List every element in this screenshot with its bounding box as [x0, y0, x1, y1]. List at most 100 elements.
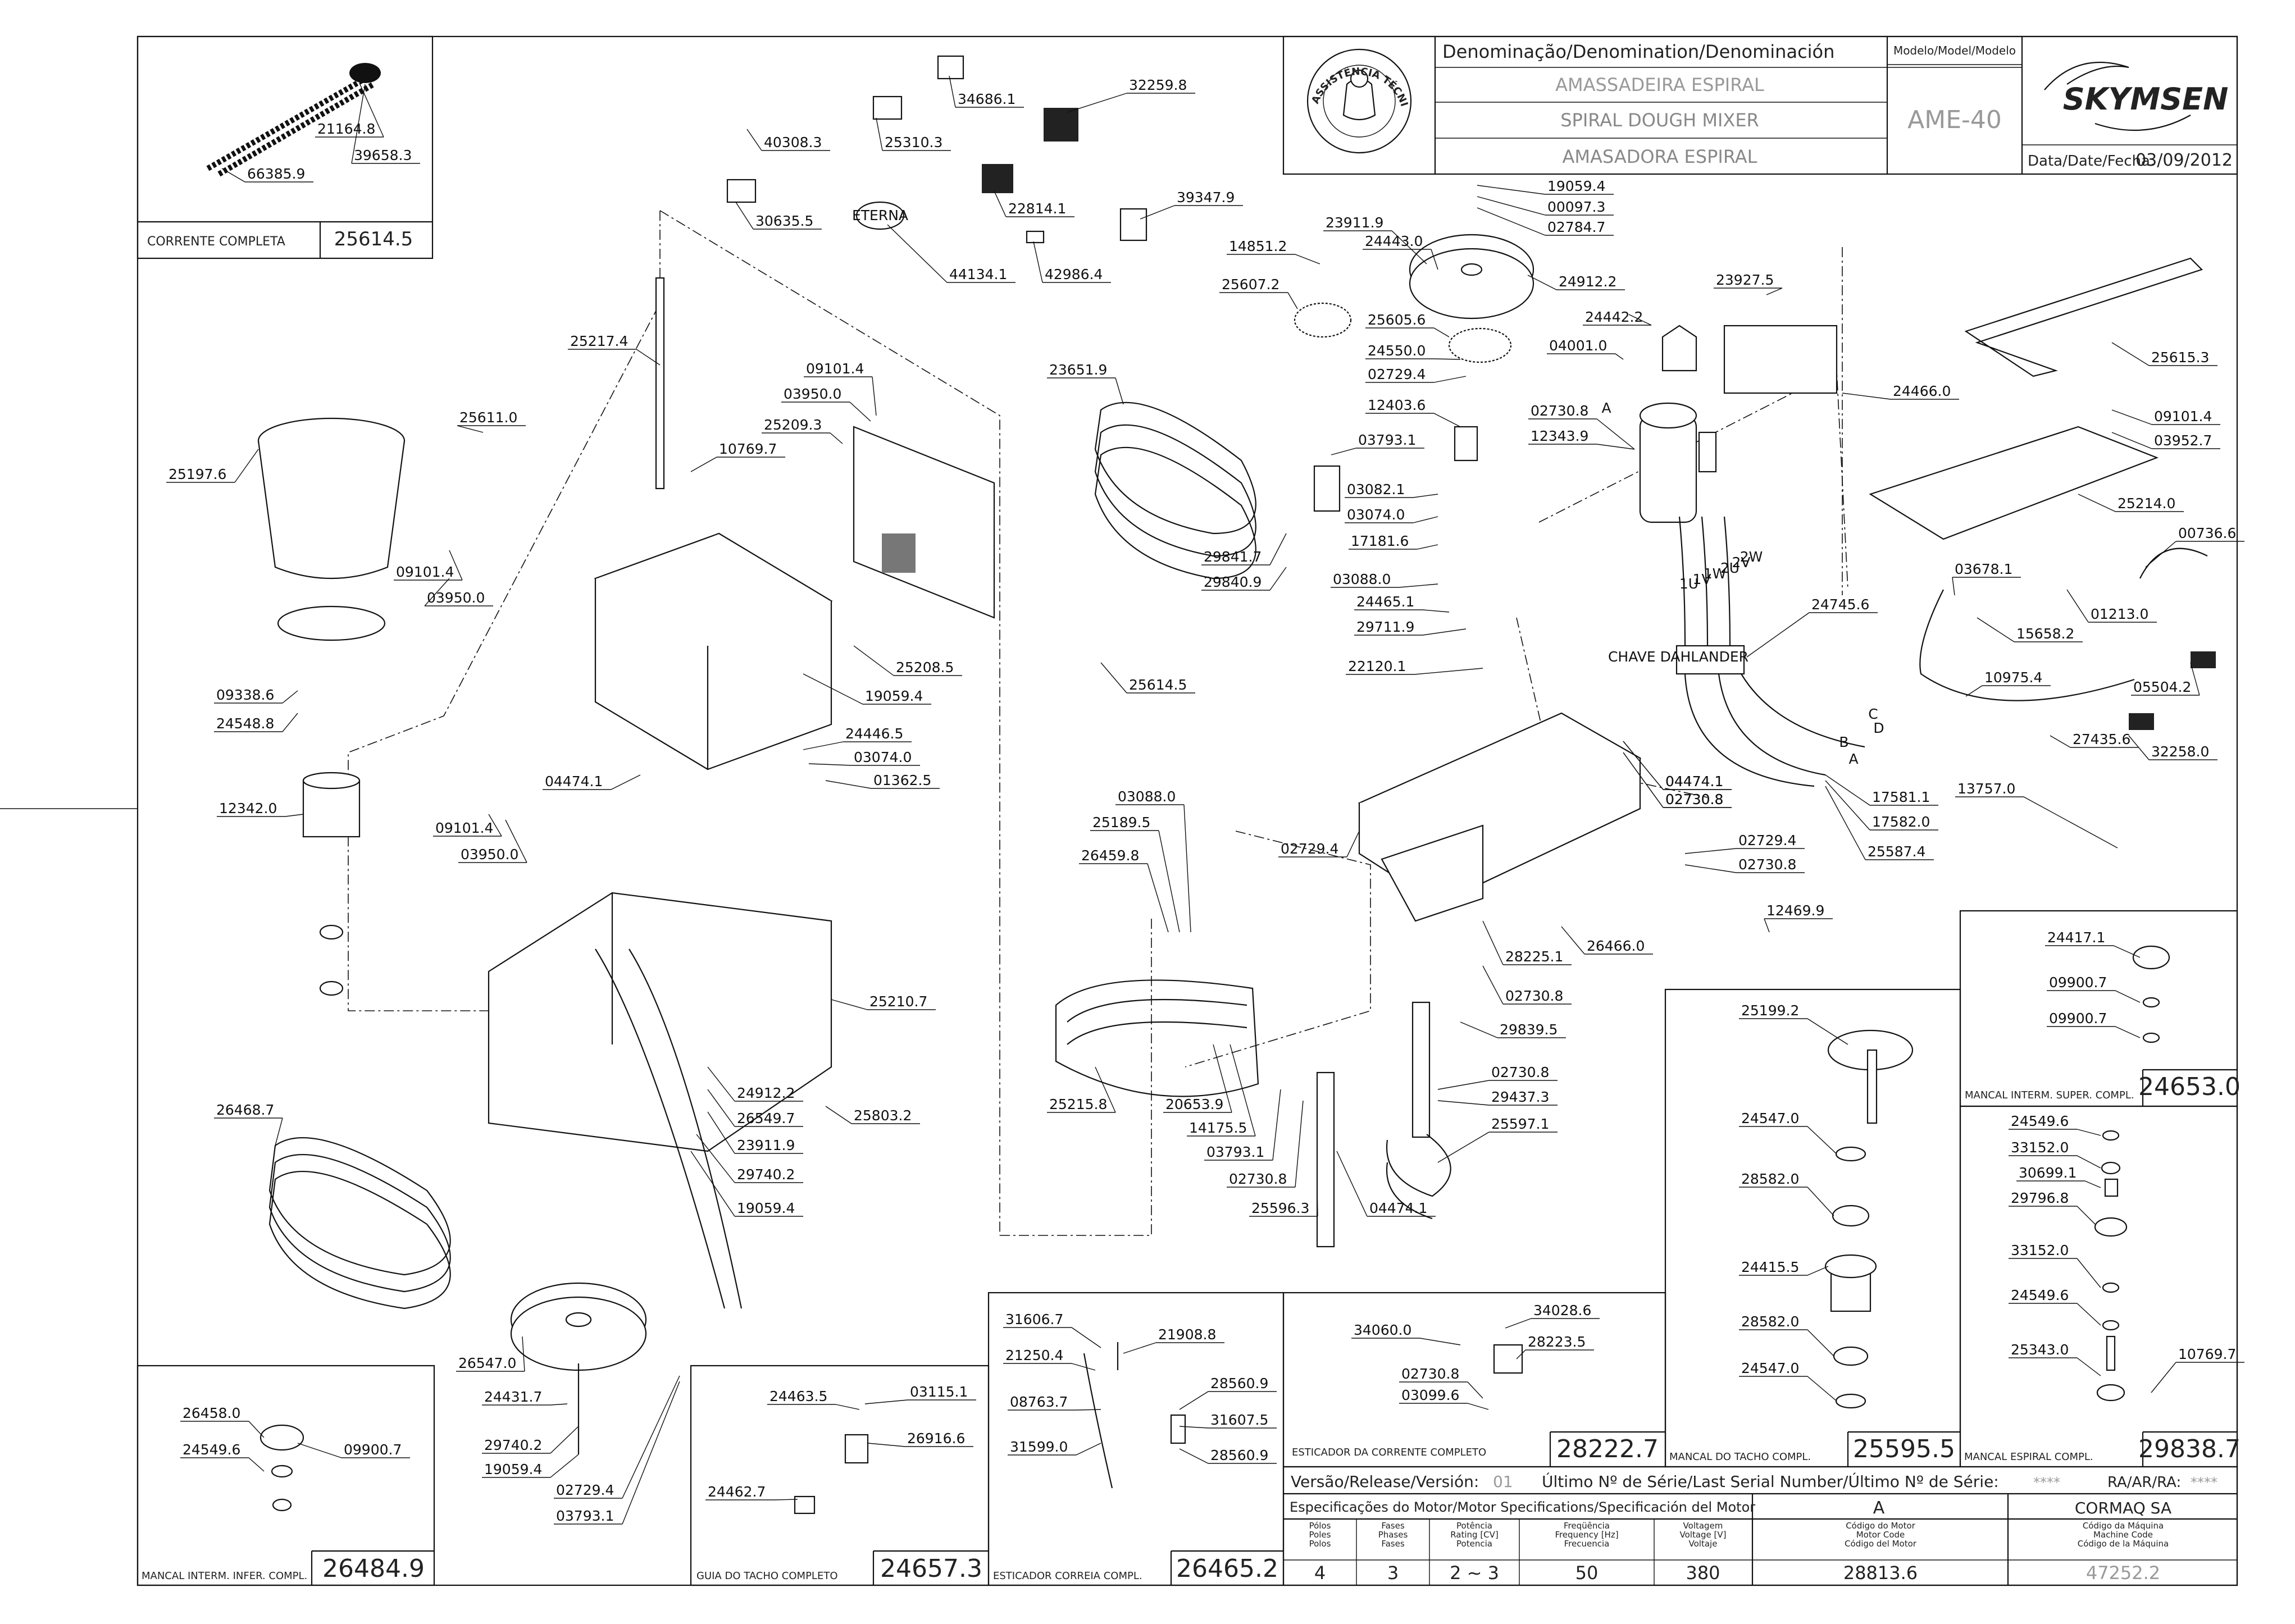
upper-pulley: [1294, 234, 1534, 512]
subassembly-name: MANCAL INTERM. SUPER. COMPL.: [1965, 1089, 2134, 1101]
wiring: [1675, 516, 2216, 787]
leader-line: [1467, 1403, 1489, 1410]
leader-line: [285, 814, 304, 817]
part-label: 03793.1: [1204, 1089, 1281, 1161]
leader-line: [1269, 533, 1287, 565]
part-label: 04474.1: [1336, 1151, 1436, 1217]
part-number-text: 02730.8: [1738, 856, 1796, 873]
part-label: 28582.0: [1739, 1171, 1834, 1216]
part-number-text: 22120.1: [1348, 658, 1406, 674]
leader-line: [830, 432, 843, 444]
part-number-text: 26549.7: [737, 1110, 795, 1126]
callout-letter: B: [1839, 734, 1848, 750]
leader-line: [2145, 541, 2176, 568]
part-number-text: 25199.2: [1741, 1002, 1799, 1019]
part-number-text: 31606.7: [1005, 1311, 1063, 1328]
name-en: SPIRAL DOUGH MIXER: [1560, 110, 1759, 131]
leader-line: [1615, 353, 1624, 360]
part-label: 24912.2: [1527, 273, 1625, 290]
part-number-text: 24431.7: [484, 1389, 542, 1405]
part-label: 24548.8: [214, 713, 298, 732]
part-label: 24547.0: [1739, 1360, 1837, 1402]
leader-line: [275, 1117, 283, 1146]
part-number-text: 40308.3: [764, 134, 822, 150]
part-number-text: 31599.0: [1010, 1439, 1068, 1455]
part-label: 24431.7: [482, 1389, 568, 1406]
part-number-text: 02730.8: [1665, 791, 1723, 808]
callout-letter: A: [1601, 400, 1611, 416]
leader-line: [611, 774, 641, 790]
leader-line: [1336, 1151, 1368, 1217]
subassembly-name: ESTICADOR DA CORRENTE COMPLETO: [1292, 1447, 1486, 1458]
leader-line: [1477, 185, 1546, 195]
part-number-text: 12343.9: [1531, 428, 1588, 444]
part-number-text: 25343.0: [2011, 1342, 2069, 1358]
part-number-text: 09900.7: [344, 1441, 402, 1458]
part-number-text: 19059.4: [865, 688, 923, 704]
part-number-text: 25217.4: [570, 333, 628, 349]
part-label: 29740.2: [696, 1134, 803, 1183]
part-number-text: 26466.0: [1587, 938, 1645, 954]
leader-line: [2050, 735, 2071, 748]
spec-value: 3: [1387, 1562, 1399, 1584]
leader-line: [1179, 1426, 1209, 1429]
part-number-text: 24446.5: [845, 726, 903, 742]
leader-line: [696, 1134, 735, 1183]
part-label: 04474.1: [1623, 741, 1732, 790]
part-number-text: 02729.4: [1738, 832, 1796, 849]
part-number-text: 34686.1: [958, 91, 1016, 107]
leader-line: [887, 224, 948, 283]
leader-line: [1825, 786, 1866, 860]
part-number-text: 10769.7: [719, 441, 777, 457]
leader-line: [1179, 1448, 1209, 1464]
part-label: 25215.8: [1047, 1066, 1116, 1113]
subassembly-code: 29838.7: [2138, 1435, 2241, 1463]
part-number-text: 24548.8: [216, 715, 274, 732]
leader-line: [2077, 1258, 2101, 1288]
subassembly-code: 26484.9: [322, 1554, 425, 1583]
part-label: 00736.6: [2145, 525, 2244, 568]
leader-line: [488, 814, 502, 837]
part-number-text: 02730.8: [1229, 1171, 1287, 1187]
subassembly-code: 24657.3: [880, 1554, 982, 1583]
subassembly-code: 25595.5: [1853, 1435, 1955, 1463]
part-number-text: 29796.8: [2011, 1190, 2069, 1206]
part-number-text: 02730.8: [1505, 988, 1563, 1004]
part-number-text: 19059.4: [484, 1461, 542, 1477]
part-label: 02729.4: [1684, 832, 1805, 854]
leader-line: [2111, 432, 2152, 449]
leader-line: [1952, 577, 1955, 596]
part-label: 28225.1: [1482, 920, 1572, 965]
leader-line: [1123, 1342, 1156, 1354]
part-label: 32258.0: [2128, 735, 2217, 760]
part-number-text: 24466.0: [1893, 383, 1951, 399]
chain-drawing: [206, 63, 381, 177]
part-label: 29796.8: [2009, 1190, 2096, 1225]
leader-line: [1071, 1363, 1096, 1371]
leader-line: [1346, 831, 1360, 857]
ra-value: ****: [2191, 1475, 2217, 1490]
part-number-text: 09101.4: [435, 820, 493, 836]
part-number-text: 30635.5: [755, 213, 813, 229]
spec-heading: Polos: [1309, 1539, 1331, 1549]
title-block-text: Denominação/Denomination/Denominación AM…: [0, 0, 2233, 170]
panels: [1869, 257, 2203, 540]
part-number-text: 08763.7: [1010, 1394, 1068, 1410]
belts: [268, 402, 1256, 1310]
part-number-text: 09900.7: [2049, 1010, 2107, 1027]
part-number-text: 03950.0: [461, 846, 518, 863]
part-number-text: 29740.2: [484, 1437, 542, 1453]
part-label: 01213.0: [2066, 589, 2157, 623]
part-number-text: 25310.3: [885, 134, 942, 150]
spec-heading: Freqüência: [1564, 1521, 1610, 1531]
part-label: 30699.1: [2016, 1165, 2101, 1188]
part-label: 24745.6: [1746, 596, 1878, 658]
leader-line: [1684, 864, 1737, 873]
part-label: 03074.0: [808, 749, 920, 766]
part-number-text: 00097.3: [1547, 199, 1605, 215]
motor-col-a: A: [1873, 1498, 1885, 1518]
